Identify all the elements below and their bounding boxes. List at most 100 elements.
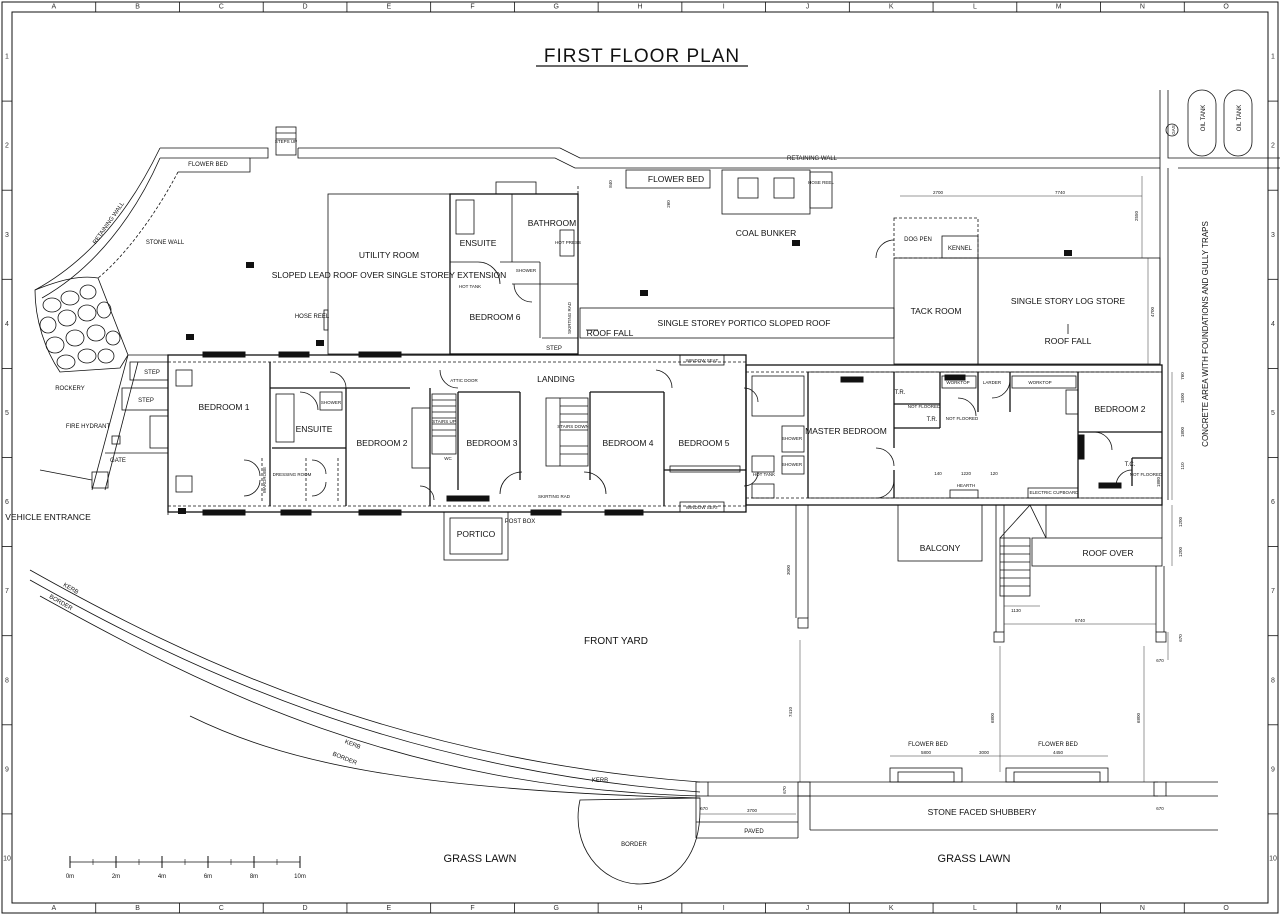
grid-column-label: O [1223,905,1229,912]
grid-row-label: 10 [3,855,11,862]
dim-1500: 1500 [1180,392,1185,403]
electric-cupboard-label: ELECTRIC CUPBOARD [1029,490,1079,495]
dog-pen-label: DOG PEN [904,237,932,243]
grid-column-label: M [1056,905,1062,912]
gas-label: GAS [1171,125,1176,135]
tack-room-label: TACK ROOM [911,306,962,316]
outbuildings [875,176,1161,365]
oil-tank-1-label: OIL TANK [1201,105,1207,132]
dim-1800: 1800 [1180,426,1185,437]
roof-fall-right-label: ROOF FALL [1045,336,1092,346]
stone-wall-label-1: STONE WALL [146,240,185,246]
dim-260: 260 [666,200,671,208]
grid-column-label: L [973,905,977,912]
grid-row-label: 8 [5,677,9,684]
drain-marker-5 [792,240,800,246]
dim-140: 140 [934,471,942,476]
hearth-label: HEARTH [957,483,975,488]
dim-5800: 5800 [921,750,932,755]
roof-over-label: ROOF OVER [1082,548,1133,558]
gate-label: GATE [110,458,126,464]
coal-bunker-label: COAL BUNKER [736,228,797,238]
stairs-down-label: STAIRS DOWN [557,424,588,429]
dim-1220: 1220 [961,471,972,476]
vehicle-entrance-label: VEHICLE ENTRANCE [5,512,91,522]
step-label-1: STEP [144,370,160,376]
wardrobe-label-1: WARDROBE [262,467,267,493]
grass-lawn-right-label: GRASS LAWN [938,853,1011,865]
portico-label: PORTICO [457,529,496,539]
paved-label: PAVED [744,829,764,835]
grid-column-label: M [1056,4,1062,11]
master-bedroom-label: MASTER BEDROOM [805,426,887,436]
fire-hydrant-label: FIRE HYDRANT [66,424,111,430]
rockery-label: ROCKERY [55,386,85,392]
dim-2550: 2550 [1134,210,1139,221]
portico [443,511,509,561]
hose-reel-left [323,309,329,331]
dim-1200b: 1200 [1178,546,1183,557]
steps-up-label: STEPS UP [275,139,297,144]
grid-column-label: C [219,905,224,912]
grid-row-label: 2 [1271,143,1275,150]
grid-row-label: 8 [1271,677,1275,684]
grid-row-label: 10 [1269,855,1277,862]
log-store-label: SINGLE STORY LOG STORE [1011,296,1125,306]
flower-bed-a-label: FLOWER BED [908,742,948,748]
grid-column-label: J [806,905,810,912]
dim-6800a: 6800 [990,712,995,723]
grid-column-label: K [889,4,894,11]
scale-label: 0m [66,874,74,880]
grid-column-label: J [806,4,810,11]
shower-left-label: SHOWER [321,400,342,405]
concrete-area-label: CONCRETE AREA WITH FOUNDATIONS AND GULLY… [1201,221,1210,447]
dim-670b: 670 [1156,658,1164,663]
bedroom2-label: BEDROOM 2 [356,438,407,448]
sloped-roof-label: SLOPED LEAD ROOF OVER SINGLE STOREY EXTE… [272,270,506,280]
grid-column-label: A [52,905,57,912]
dim-4450: 4450 [1053,750,1064,755]
attic-door-label: ATTIC DOOR [450,378,478,383]
plan-title: FIRST FLOOR PLAN [544,46,740,67]
dim-1880: 1880 [1156,476,1161,487]
coal-bunker [721,169,811,215]
stone-faced-label: STONE FACED SHUBBERY [928,807,1037,817]
worktop-2-label: WORKTOP [1028,380,1051,385]
roof-fall-left-label: ROOF FALL [587,328,634,338]
dim-2700: 2700 [933,190,944,195]
window-seat-1 [679,354,725,366]
scale-label: 10m [294,874,306,880]
flower-bed-top [625,169,711,189]
dim-1200a: 1200 [1178,516,1183,527]
portico-roof-label: SINGLE STOREY PORTICO SLOPED ROOF [658,318,831,328]
grid-column-label: A [52,4,57,11]
grid-column-label: B [135,905,140,912]
window-seat-2 [679,501,725,513]
rockery-stones [34,276,129,373]
shower-r2-label: SHOWER [782,462,803,467]
dim-7410: 7410 [788,706,793,717]
drain-marker-1 [246,262,254,268]
retaining-wall-top-label: RETAINING WALL [787,156,838,162]
stairs-up-label: STAIRS UP [432,419,455,424]
grid-row-label: 5 [1271,410,1275,417]
not-floored-1-label: NOT FLOORED [908,404,941,409]
main-house-walls [167,351,747,516]
grid-column-label: E [386,4,391,11]
dim-840: 840 [608,180,613,188]
grid-row-label: 3 [5,232,9,239]
flower-bed-top-label: FLOWER BED [648,174,704,184]
shower-top-label: SHOWER [516,268,537,273]
grid-row-label: 6 [1271,499,1275,506]
grid-column-label: N [1140,4,1145,11]
grid-column-label: H [637,4,642,11]
bedroom6-label: BEDROOM 6 [469,312,520,322]
grid-column-label: C [219,4,224,11]
bedroom5-label: BEDROOM 5 [678,438,729,448]
hose-reel-left-label: HOSE REEL [295,314,330,320]
worktop-1-label: WORKTOP [946,380,969,385]
window-seat-1-label: WINDOW SEAT [686,358,719,363]
hose-reel-right-label: HOSE REEL [808,180,834,185]
scale-label: 4m [158,874,166,880]
